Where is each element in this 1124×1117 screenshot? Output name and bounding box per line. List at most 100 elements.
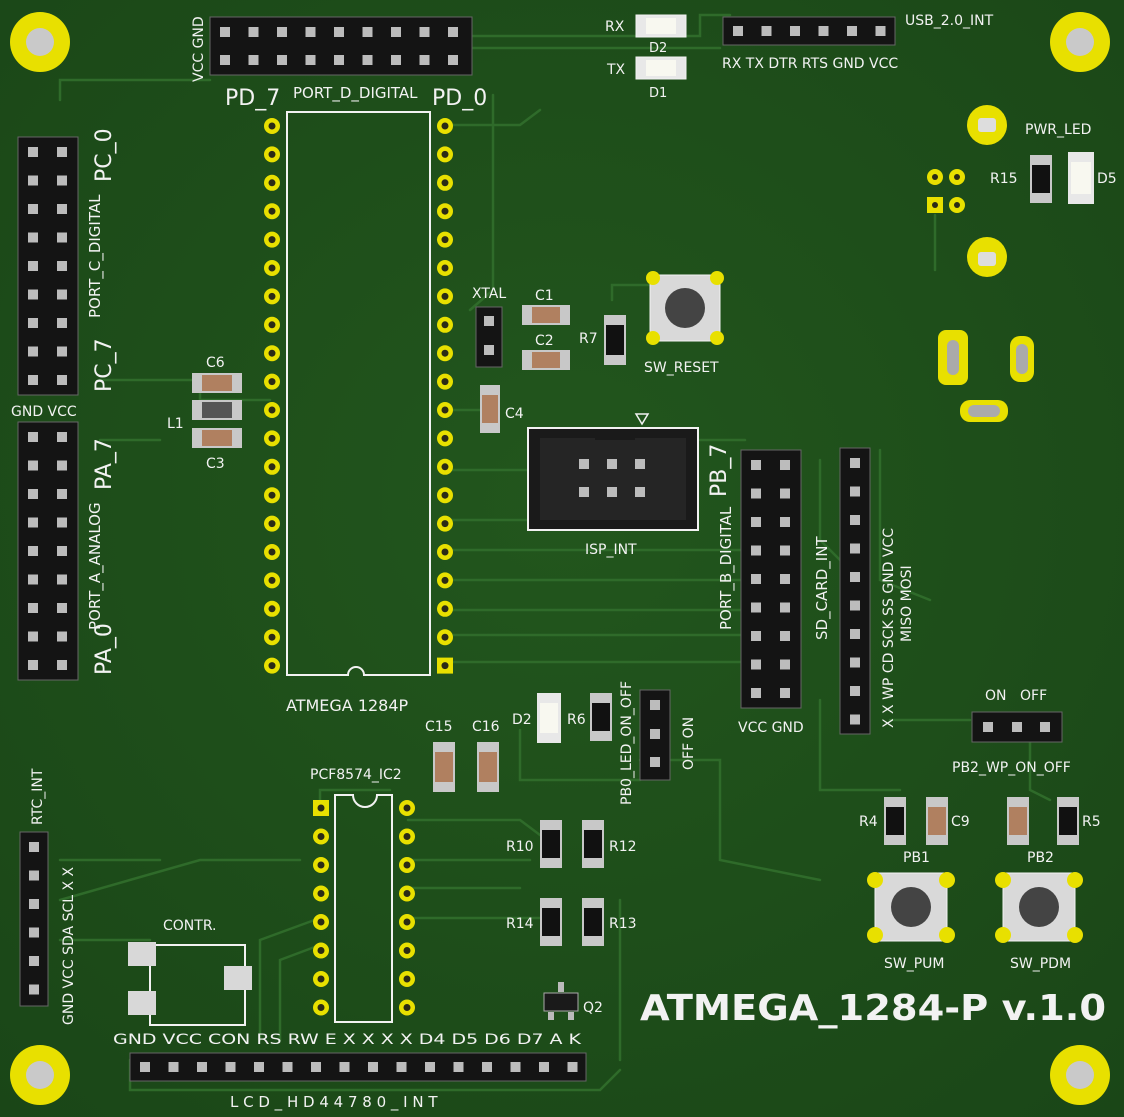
header-pin	[362, 55, 373, 65]
pad-hole	[268, 378, 276, 386]
header-pin	[751, 488, 761, 499]
header-pin	[368, 1062, 378, 1072]
pb0-led-switch-header	[639, 689, 671, 781]
header-pin	[28, 489, 38, 499]
header-pin	[248, 27, 259, 37]
mounting-holes	[10, 12, 1110, 1105]
header-pin	[510, 1062, 521, 1072]
header-pin	[57, 289, 67, 300]
pb2-wp-switch-header	[971, 711, 1063, 743]
header-pin	[168, 1062, 179, 1072]
pad-hole	[268, 605, 276, 613]
header-pin	[635, 487, 645, 497]
header-pin	[780, 659, 790, 670]
header-pin	[29, 927, 39, 938]
pad-hole	[268, 179, 276, 187]
label-c6: C6	[206, 355, 225, 371]
label-c3: C3	[206, 456, 225, 472]
label-port-d: PORT_D_DIGITAL	[293, 84, 418, 103]
header-pin	[761, 26, 772, 36]
header-pin	[57, 232, 67, 243]
header-pin	[780, 517, 790, 527]
pad-hole	[268, 207, 276, 215]
header-pin	[448, 27, 458, 37]
pad-hole	[268, 633, 276, 641]
header-pin	[28, 517, 38, 528]
header-pin	[28, 460, 38, 471]
isp-connector	[527, 413, 699, 531]
header-pin	[29, 956, 39, 966]
header-pin	[850, 543, 860, 554]
header-pin	[850, 657, 860, 668]
label-sw-pdm: SW_PDM	[1010, 956, 1071, 972]
label-d2-top: D2	[649, 41, 667, 56]
pad-hole	[403, 890, 411, 897]
usb-header	[722, 16, 896, 46]
pad-hole	[441, 633, 449, 641]
header-pin	[780, 545, 790, 556]
lcd-header	[129, 1052, 587, 1082]
pad-hole	[441, 207, 449, 215]
label-r5: R5	[1082, 814, 1101, 830]
header-pin	[277, 55, 287, 65]
header-pin	[28, 432, 38, 442]
pad-hole	[441, 150, 449, 158]
label-pa7: PA_7	[92, 438, 117, 490]
header-pin	[751, 460, 761, 470]
pad-hole	[403, 947, 411, 954]
header-pin	[391, 55, 401, 65]
pad-hole	[268, 122, 276, 130]
label-usb: USB_2.0_INT	[905, 13, 994, 29]
label-sd-card: SD_CARD_INT	[813, 536, 832, 640]
header-pin	[28, 375, 38, 385]
header-pin	[277, 27, 287, 37]
label-d2: D2	[512, 712, 532, 728]
header-pin	[751, 659, 761, 670]
pad-hole	[317, 918, 325, 926]
pad-hole	[268, 520, 276, 528]
sw-pdm-button	[995, 872, 1083, 943]
xtal-header	[475, 306, 503, 368]
header-pin	[305, 55, 316, 65]
label-sw-pum: SW_PUM	[884, 956, 945, 972]
header-pin	[751, 574, 761, 584]
board-title: ATMEGA_1284-P v.1.0	[640, 988, 1106, 1029]
pad-hole	[268, 463, 276, 471]
header-pin	[751, 602, 761, 613]
pad-hole	[441, 548, 449, 556]
port-d-header	[209, 16, 473, 76]
header-pin	[28, 204, 38, 214]
pad-hole	[441, 520, 449, 528]
atmega-dip40	[264, 111, 453, 676]
header-pin	[197, 1062, 207, 1072]
header-pin	[751, 517, 761, 527]
pad-hole	[441, 406, 449, 414]
header-pin	[579, 459, 589, 469]
header-pin	[282, 1062, 293, 1072]
label-off: OFF	[1020, 688, 1047, 704]
header-pin	[28, 147, 38, 157]
port-b-header	[740, 449, 802, 709]
header-pin	[847, 26, 857, 36]
pad-hole	[317, 861, 325, 869]
label-off-on: OFF ON	[681, 717, 697, 770]
header-pin	[28, 574, 38, 585]
header-pin	[607, 459, 617, 469]
pad-hole	[441, 292, 449, 300]
header-pin	[875, 26, 886, 36]
header-pin	[850, 572, 860, 582]
header-pin	[607, 487, 617, 497]
sw-pum-button	[867, 872, 955, 943]
header-pin	[339, 1062, 350, 1072]
header-pin	[419, 55, 430, 65]
header-pin	[751, 631, 761, 641]
label-rtc: RTC_INT	[30, 768, 46, 825]
pad-hole	[317, 975, 325, 983]
pad-hole	[268, 434, 276, 442]
header-pin	[28, 603, 38, 613]
header-pin	[850, 515, 860, 525]
label-port-c: PORT_C_DIGITAL	[86, 194, 105, 318]
header-pin	[57, 375, 67, 385]
label-pc0: PC_0	[92, 128, 117, 182]
label-pb0-led: PB0_LED_ON_OFF	[619, 681, 635, 805]
